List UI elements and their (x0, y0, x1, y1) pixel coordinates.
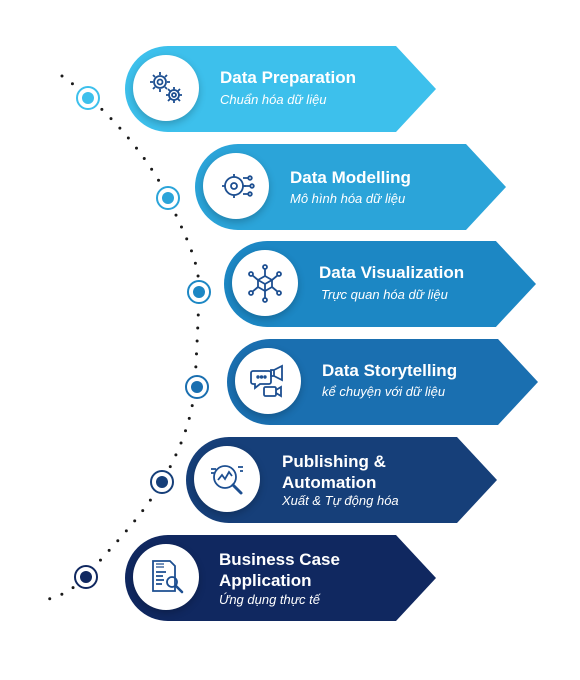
network-cube-icon (232, 250, 298, 316)
node-dot (162, 192, 174, 204)
gears-icon (133, 55, 199, 121)
path-node (150, 470, 174, 494)
step-title: Data Storytelling (322, 361, 458, 380)
step-banner (186, 437, 497, 523)
banner-shape (125, 535, 436, 621)
chart-magnifier-icon (194, 446, 260, 512)
banner-shape (224, 241, 536, 327)
step-subtitle: Ứng dụng thực tế (219, 592, 320, 607)
modelling-gear-icon (203, 153, 269, 219)
banner-shape (195, 144, 506, 230)
case-study-icon (133, 544, 199, 610)
step-publishing-automation: Publishing & Automation Xuất & Tự động h… (186, 437, 497, 523)
path-node (187, 280, 211, 304)
step-subtitle: Mô hình hóa dữ liệu (290, 191, 406, 206)
step-banner (125, 46, 436, 132)
banner-shape (186, 437, 497, 523)
node-dot (156, 476, 168, 488)
step-title: Business Case Application (219, 550, 340, 590)
step-subtitle: Trực quan hóa dữ liệu (321, 287, 448, 302)
step-title: Data Modelling (290, 168, 411, 187)
path-node (74, 565, 98, 589)
step-data-preparation: Data Preparation Chuẩn hóa dữ liệu (125, 46, 436, 132)
node-dot (82, 92, 94, 104)
step-banner (195, 144, 506, 230)
banner-shape (125, 46, 436, 132)
step-banner (227, 339, 538, 425)
node-dot (193, 286, 205, 298)
banner-shape (227, 339, 538, 425)
step-title: Data Preparation (220, 68, 357, 87)
step-title: Data Visualization (319, 263, 465, 282)
step-subtitle: kể chuyện với dữ liệu (322, 384, 446, 399)
node-dot (80, 571, 92, 583)
path-node (156, 186, 180, 210)
step-title: Publishing & Automation (282, 452, 386, 492)
step-business-case-application: Business Case Application Ứng dụng thực … (125, 535, 436, 621)
node-dot (191, 381, 203, 393)
path-node (185, 375, 209, 399)
chat-megaphone-icon (235, 348, 301, 414)
step-data-visualization: Data Visualization Trực quan hóa dữ liệu (224, 241, 536, 327)
step-banner (224, 241, 536, 327)
step-subtitle: Xuất & Tự động hóa (282, 493, 399, 508)
step-data-modelling: Data Modelling Mô hình hóa dữ liệu (195, 144, 506, 230)
step-banner (125, 535, 436, 621)
step-subtitle: Chuẩn hóa dữ liệu (220, 92, 327, 107)
path-node (76, 86, 100, 110)
step-data-storytelling: Data Storytelling kể chuyện với dữ liệu (227, 339, 538, 425)
